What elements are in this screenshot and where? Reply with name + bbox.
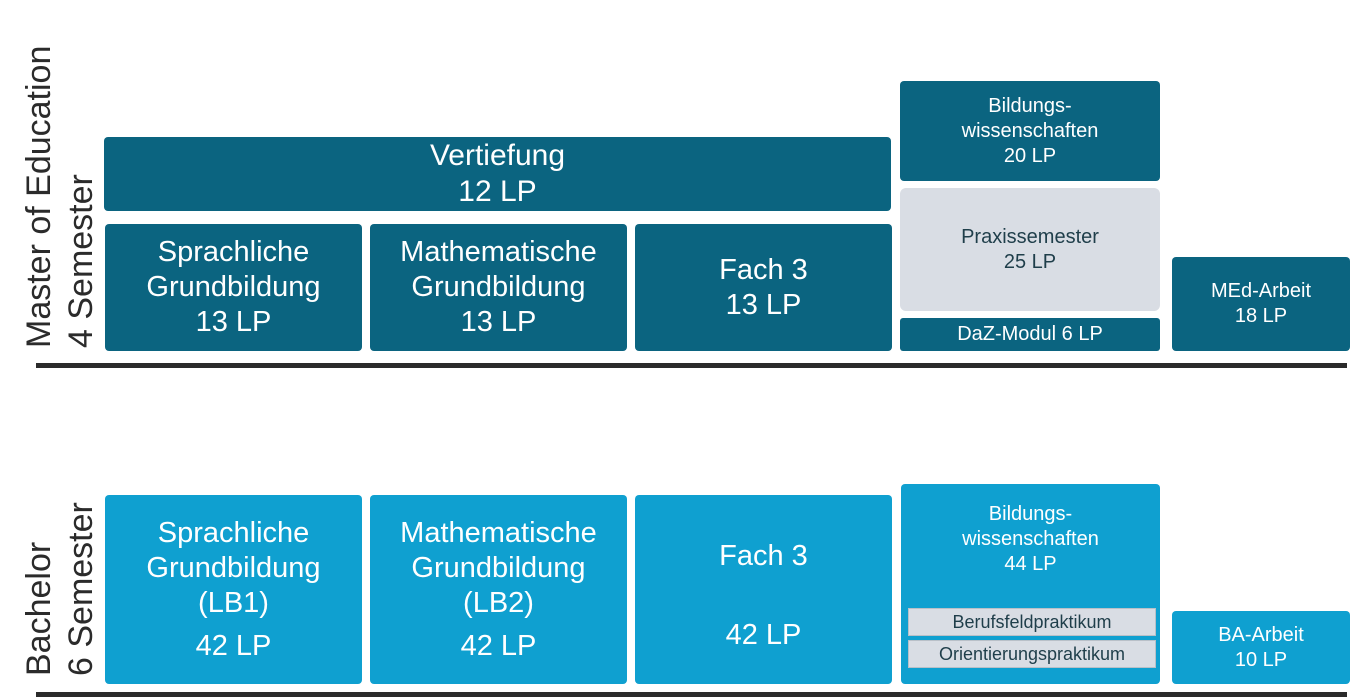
master-vertiefung-box: Vertiefung 12 LP xyxy=(104,137,891,211)
bachelor-mathematische-line1: Mathematische xyxy=(400,516,597,549)
bachelor-program-label: Bachelor xyxy=(20,541,58,676)
master-arbeit-lp: 18 LP xyxy=(1234,305,1288,327)
bachelor-sprachliche-line2: Grundbildung xyxy=(146,551,321,584)
master-sprachliche-line2: Grundbildung xyxy=(146,271,321,303)
bachelor-sprachliche-lp: 42 LP xyxy=(195,629,272,662)
bachelor-side-label: Bachelor 6 Semester xyxy=(18,502,102,676)
master-praxissemester-title: Praxissemester xyxy=(961,225,1099,248)
master-daz-label: DaZ-Modul 6 LP xyxy=(957,323,1103,345)
bachelor-bildungs-lp: 44 LP xyxy=(1004,553,1057,575)
master-mathematische-line2: Grundbildung xyxy=(411,271,586,303)
master-vertiefung-lp: 12 LP xyxy=(458,175,537,208)
master-baseline xyxy=(36,363,1347,368)
master-bildungs-line2: wissenschaften xyxy=(961,119,1099,142)
master-sprachliche-line1: Sprachliche xyxy=(157,236,310,268)
bachelor-mathematische-box: Mathematische Grundbildung (LB2) 42 LP xyxy=(370,495,627,684)
master-praxissemester-lp: 25 LP xyxy=(1003,250,1057,273)
bachelor-arbeit-title: BA-Arbeit xyxy=(1218,623,1304,646)
bachelor-fach3-lp: 42 LP xyxy=(725,619,802,651)
bachelor-sprachliche-line3: (LB1) xyxy=(198,586,269,619)
master-vertiefung-title: Vertiefung xyxy=(429,139,566,172)
master-mathematische-line1: Mathematische xyxy=(400,236,597,268)
master-fach3-lp: 13 LP xyxy=(725,288,802,321)
bachelor-bildungs-line1: Bildungs- xyxy=(988,503,1073,525)
master-fach3-title: Fach 3 xyxy=(719,253,808,286)
master-arbeit-title: MEd-Arbeit xyxy=(1210,280,1312,302)
master-program-label: Master of Education xyxy=(20,45,58,348)
bachelor-bildungs-line2: wissenschaften xyxy=(962,528,1099,550)
bachelor-arbeit-box: BA-Arbeit 10 LP xyxy=(1172,611,1350,684)
master-sprachliche-box: Sprachliche Grundbildung 13 LP xyxy=(105,224,362,351)
master-side-label: Master of Education 4 Semester xyxy=(18,46,102,348)
master-praxissemester-box: Praxissemester 25 LP xyxy=(900,188,1160,311)
master-bildungs-lp: 20 LP xyxy=(1003,144,1057,167)
master-sprachliche-lp: 13 LP xyxy=(195,306,272,338)
master-semester-label: 4 Semester xyxy=(62,174,100,348)
bachelor-sprachliche-box: Sprachliche Grundbildung (LB1) 42 LP xyxy=(105,495,362,684)
bachelor-berufsfeldpraktikum-bar: Berufsfeldpraktikum xyxy=(908,608,1156,636)
master-bildungswissenschaften-box: Bildungs- wissenschaften 20 LP xyxy=(900,81,1160,181)
bachelor-mathematische-line2: Grundbildung xyxy=(411,551,586,584)
bachelor-arbeit-lp: 10 LP xyxy=(1234,648,1288,671)
master-mathematische-lp: 13 LP xyxy=(460,306,537,338)
master-fach3-box: Fach 3 13 LP xyxy=(635,224,892,351)
bachelor-orientierungspraktikum-bar: Orientierungspraktikum xyxy=(908,640,1156,668)
bachelor-semester-label: 6 Semester xyxy=(62,502,100,676)
master-mathematische-box: Mathematische Grundbildung 13 LP xyxy=(370,224,627,351)
bachelor-mathematische-line3: (LB2) xyxy=(463,586,534,619)
bachelor-sprachliche-line1: Sprachliche xyxy=(157,516,310,549)
master-bildungs-line1: Bildungs- xyxy=(988,94,1072,117)
bachelor-baseline xyxy=(36,692,1347,697)
bachelor-mathematische-lp: 42 LP xyxy=(460,629,537,662)
bachelor-fach3-title: Fach 3 xyxy=(719,540,808,572)
master-daz-box: DaZ-Modul 6 LP xyxy=(900,318,1160,351)
master-arbeit-box: MEd-Arbeit 18 LP xyxy=(1172,257,1350,351)
bachelor-fach3-box: Fach 3 42 LP xyxy=(635,495,892,684)
